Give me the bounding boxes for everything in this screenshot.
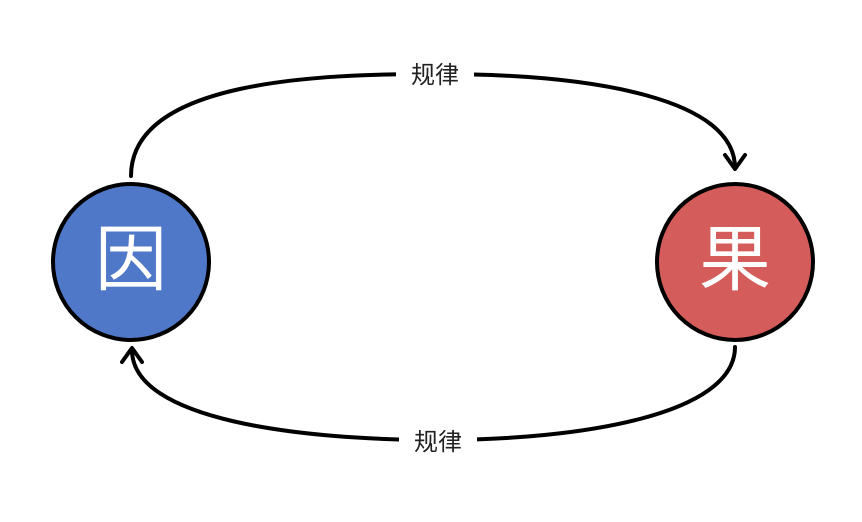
edge-bottom-label: 规律	[414, 428, 462, 456]
node-cause: 因	[51, 182, 211, 342]
edge-bottom-label-background	[399, 424, 477, 460]
node-effect-label: 果	[699, 218, 771, 302]
edge-top-arrowhead	[723, 153, 747, 171]
node-cause-circle	[51, 182, 211, 342]
edge-bottom-arrowhead	[120, 346, 144, 364]
edge-top-label: 规律	[411, 61, 459, 89]
edge-top-label-background	[396, 58, 474, 94]
edge-bottom: 规律	[120, 345, 737, 460]
node-effect: 果	[655, 182, 815, 342]
node-effect-circle	[655, 182, 815, 342]
node-cause-label: 因	[95, 218, 167, 302]
edge-top: 规律	[129, 58, 747, 178]
